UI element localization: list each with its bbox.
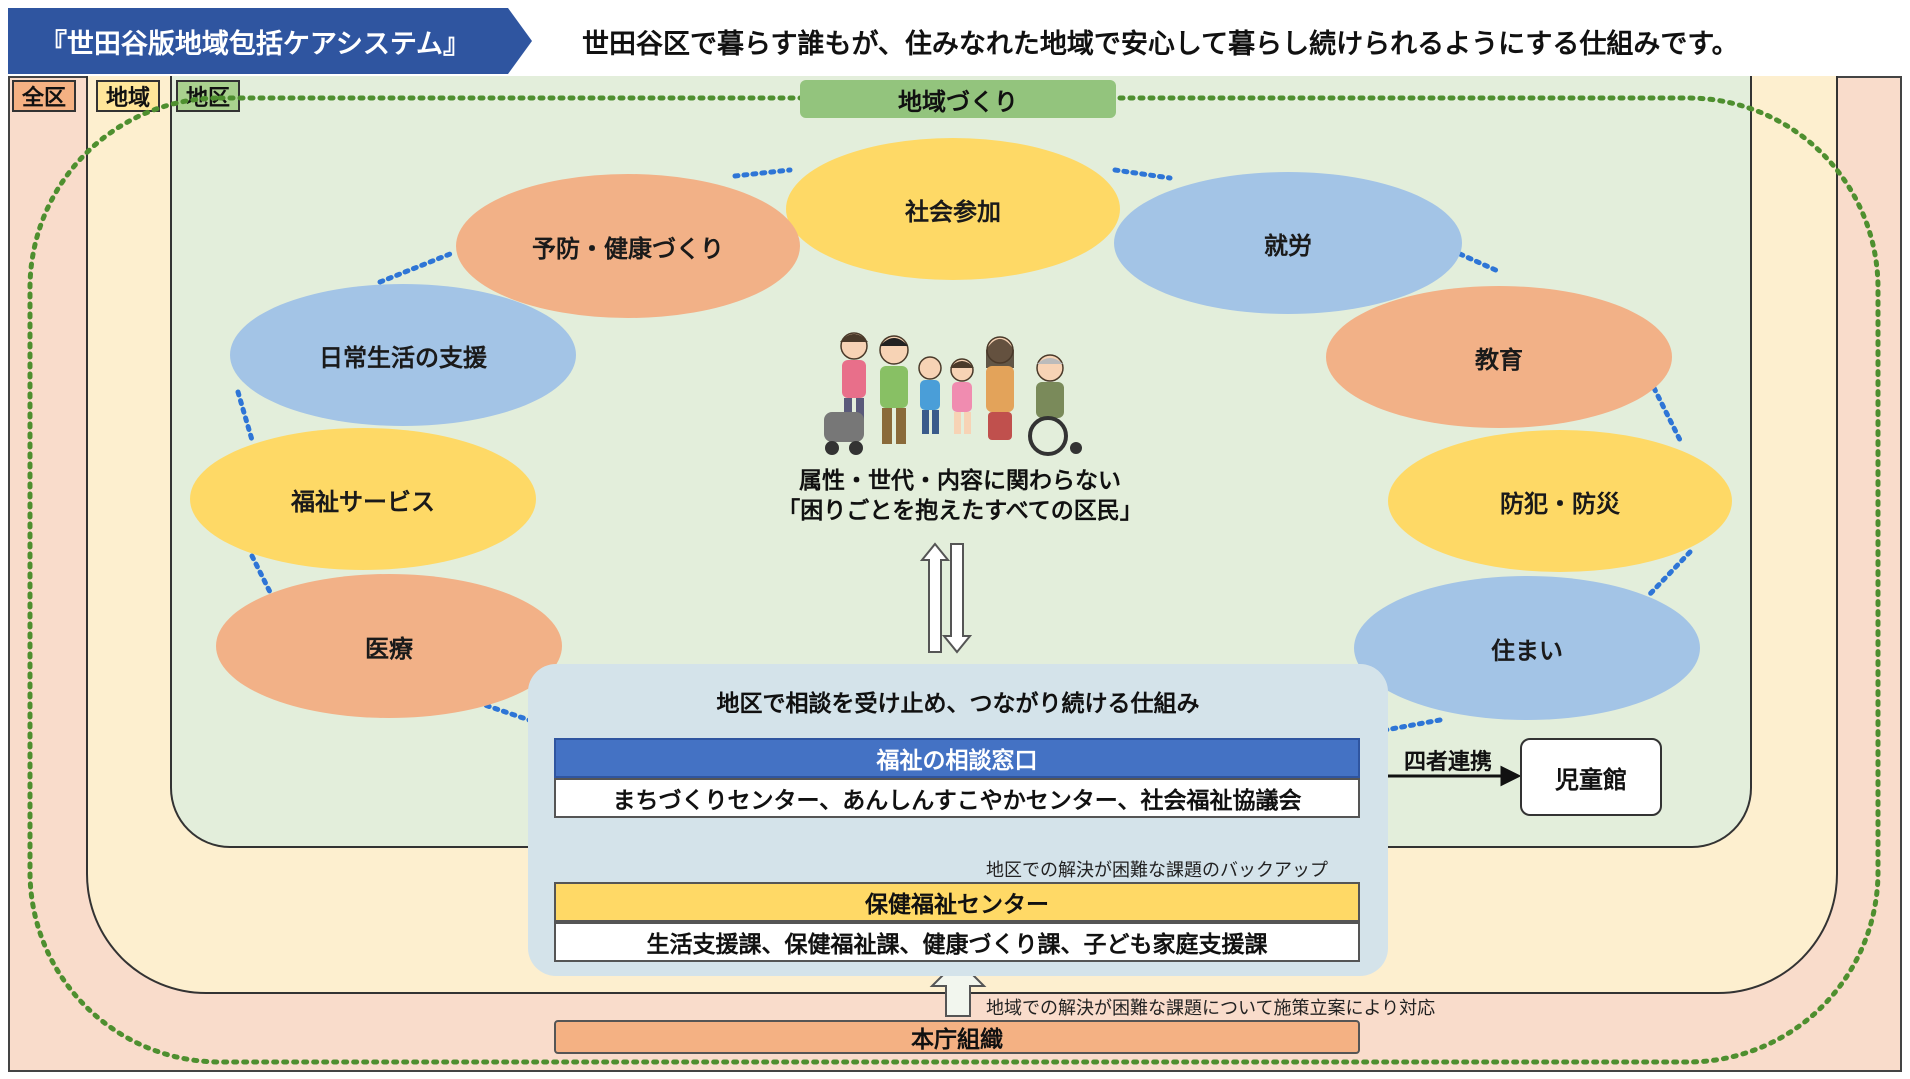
circle-prevention-health: 予防・健康づくり (456, 174, 800, 318)
target-residents-line2: 「困りごとを抱えたすべての区民」 (777, 498, 1143, 524)
head-office-organization: 本庁組織 (554, 1020, 1360, 1054)
policy-note: 地域での解決が困難な課題について施策立案により対応 (986, 998, 1436, 1019)
zone-tag-zenku: 全区 (12, 80, 76, 112)
target-residents-line1: 属性・世代・内容に関わらない (799, 468, 1121, 494)
circle-medical-care: 医療 (216, 574, 562, 718)
circle-housing: 住まい (1354, 576, 1700, 720)
welfare-consultation-window: 福祉の相談窓口 (554, 738, 1360, 778)
title-banner: 『世田谷版地域包括ケアシステム』 (8, 8, 532, 74)
circle-daily-life-support: 日常生活の支援 (230, 284, 576, 426)
health-welfare-center: 保健福祉センター (554, 882, 1360, 922)
consultation-window-members: まちづくりセンター、あんしんすこやかセンター、社会福祉協議会 (554, 778, 1360, 818)
health-welfare-center-divisions: 生活支援課、保健福祉課、健康づくり課、子ども家庭支援課 (554, 922, 1360, 962)
circle-crime-disaster-prevention: 防犯・防災 (1388, 430, 1732, 572)
header-subtitle: 世田谷区で暮らす誰もが、住みなれた地域で安心して暮らし続けられるようにする仕組み… (582, 28, 1739, 60)
consultation-panel-title: 地区で相談を受け止め、つながり続ける仕組み (716, 691, 1200, 717)
four-party-partnership-label: 四者連携 (1403, 750, 1492, 775)
circle-education: 教育 (1326, 286, 1672, 428)
family-group-icon (824, 332, 1082, 456)
up-down-arrow (919, 542, 973, 654)
circle-welfare-services: 福祉サービス (190, 428, 536, 570)
community-building-label: 地域づくり (800, 80, 1116, 118)
circle-social-participation: 社会参加 (786, 138, 1120, 280)
zone-tag-chiiki: 地域 (96, 80, 160, 112)
childrens-center-box: 児童館 (1520, 738, 1662, 816)
backup-note: 地区での解決が困難な課題のバックアップ (986, 860, 1328, 881)
target-residents-caption: 属性・世代・内容に関わらない 「困りごとを抱えたすべての区民」 (700, 466, 1220, 526)
circle-employment: 就労 (1114, 172, 1462, 314)
